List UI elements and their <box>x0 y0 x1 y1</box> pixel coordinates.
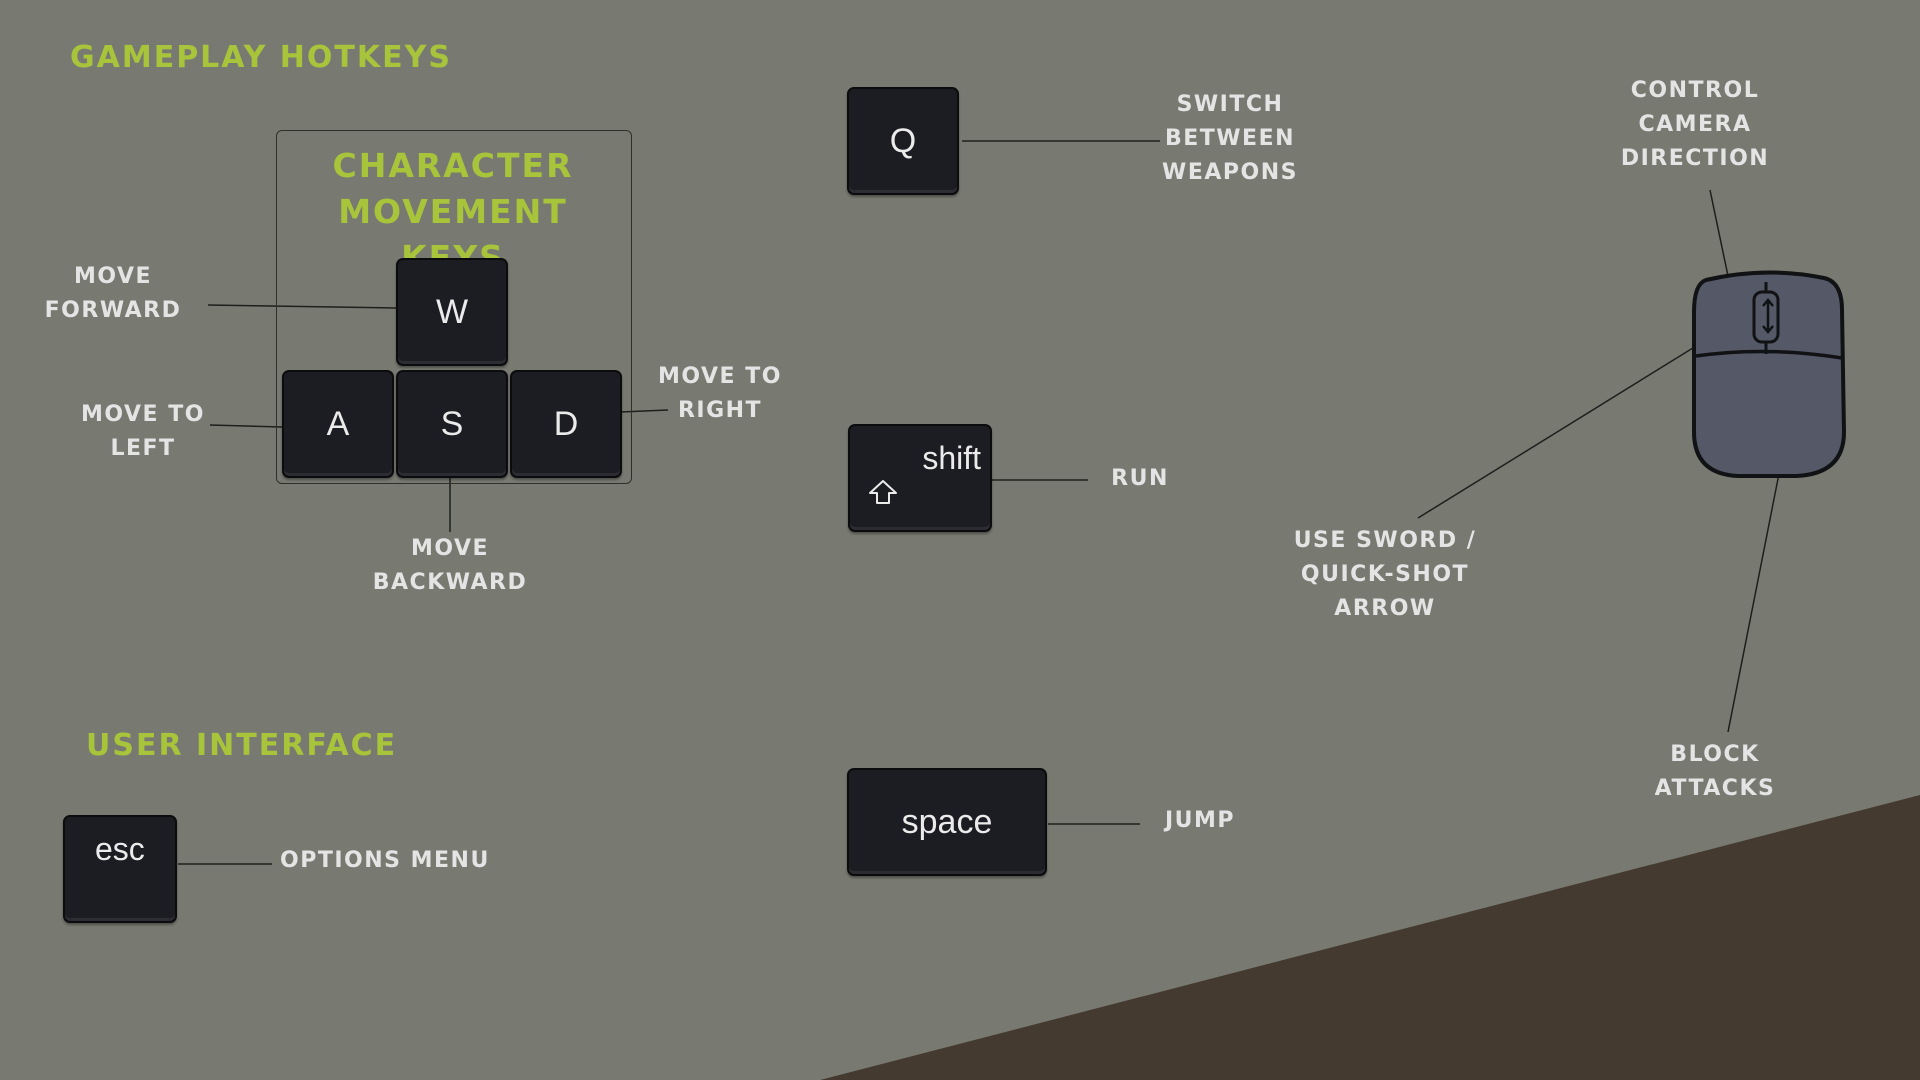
camera-direction-label: CONTROL CAMERA DIRECTION <box>1620 78 1770 171</box>
move-right-label: MOVE TO RIGHT <box>658 364 782 423</box>
w-key[interactable]: W <box>396 258 508 366</box>
move-left-label: MOVE TO LEFT <box>81 402 205 461</box>
switch-weapons-label: SWITCH BETWEEN WEAPONS <box>1162 92 1298 185</box>
shift-key-label: shift <box>922 440 981 476</box>
q-key[interactable]: Q <box>847 87 959 195</box>
a-key[interactable]: A <box>282 370 394 478</box>
user-interface-title: USER INTERFACE <box>86 728 398 763</box>
move-forward-label: MOVE FORWARD <box>44 264 182 323</box>
block-attacks-label: BLOCK ATTACKS <box>1654 742 1776 801</box>
esc-key-label: esc <box>95 831 145 867</box>
gameplay-hotkeys-title: GAMEPLAY HOTKEYS <box>70 40 452 75</box>
jump-label: JUMP <box>1164 808 1236 833</box>
d-key[interactable]: D <box>510 370 622 478</box>
space-key[interactable]: space <box>847 768 1047 876</box>
options-menu-label: OPTIONS MENU <box>280 848 490 873</box>
scroll-wheel-icon <box>1762 298 1774 334</box>
move-backward-label: MOVE BACKWARD <box>372 536 528 595</box>
mouse-icon <box>1692 270 1846 478</box>
esc-key[interactable]: esc <box>63 815 177 923</box>
shift-arrow-icon <box>868 475 898 514</box>
movement-keys-group <box>276 130 632 484</box>
s-key[interactable]: S <box>396 370 508 478</box>
use-sword-label: USE SWORD / QUICK-SHOT ARROW <box>1293 528 1477 621</box>
shift-key[interactable]: shift <box>848 424 992 532</box>
run-label: RUN <box>1111 466 1169 491</box>
